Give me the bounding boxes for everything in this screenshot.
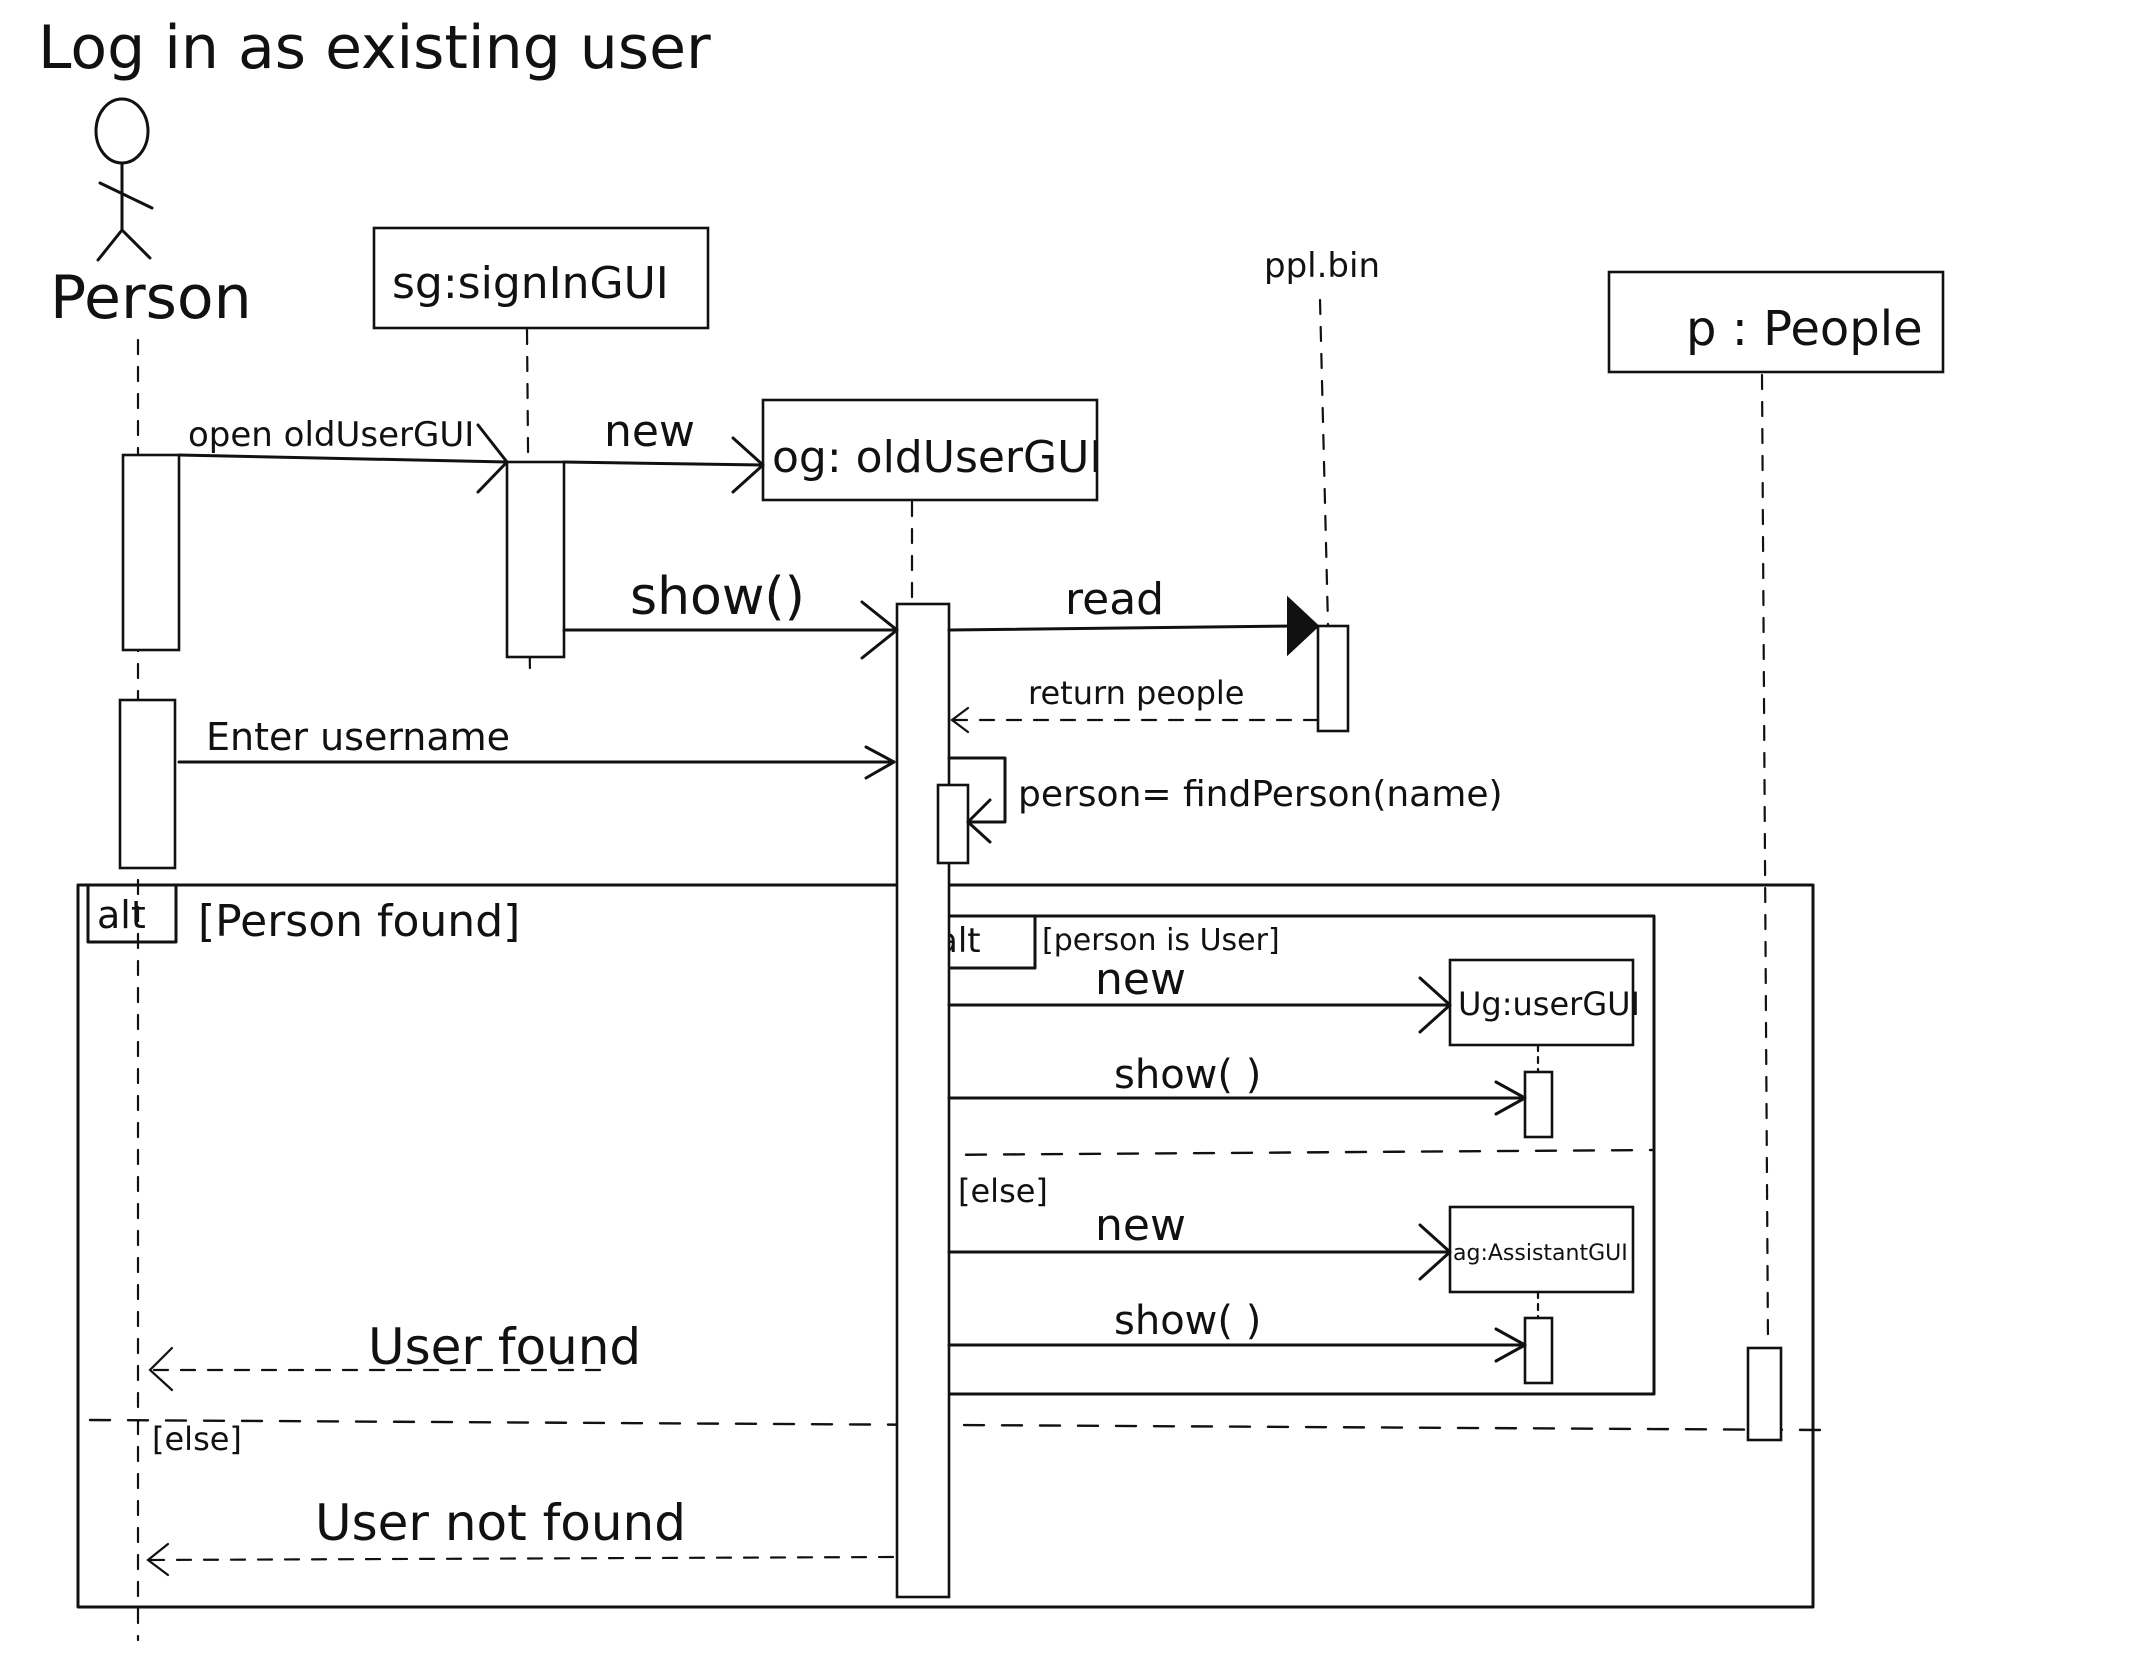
message-show-olduser-arrowhead [860, 600, 899, 660]
message-show-assistantgui-arrowhead [1494, 1327, 1527, 1363]
message-enter-username-label: Enter username [206, 715, 510, 759]
message-read-line [947, 624, 1298, 632]
participant-signin-gui [372, 226, 710, 330]
message-show-usergui-arrowhead [1494, 1080, 1527, 1116]
message-open-olduser-line [177, 453, 509, 464]
message-new-assistantgui-arrowhead [1418, 1223, 1452, 1281]
message-new-usergui-label: new [1095, 954, 1186, 1005]
participant-people [1607, 270, 1945, 374]
message-show-assistantgui-label: show( ) [1114, 1298, 1261, 1344]
activation-olduser [895, 602, 951, 1599]
participant-assistantgui-label: ag:AssistantGUI [1453, 1241, 1628, 1266]
outer-alt-tab [86, 883, 178, 944]
message-user-found-label: User found [368, 1318, 641, 1376]
message-user-not-found-line [146, 1555, 895, 1562]
participant-olduser-gui [761, 398, 1099, 502]
outer-alt-separator [88, 1418, 1822, 1432]
outer-alt-operator: alt [97, 893, 146, 937]
outer-alt-guard: [Person found] [198, 896, 520, 947]
participant-file-label: ppl.bin [1264, 246, 1380, 286]
message-findperson-label: person= findPerson(name) [1018, 774, 1503, 815]
activation-findperson [936, 783, 970, 865]
message-new-usergui-arrowhead [1418, 976, 1452, 1034]
activation-signin [505, 460, 566, 659]
actor-label: Person [50, 263, 252, 333]
outer-else-guard: [else] [152, 1420, 242, 1458]
message-user-not-found-arrowhead [146, 1542, 170, 1577]
participant-assistantgui [1448, 1205, 1635, 1294]
message-new-assistantgui-label: new [1095, 1200, 1186, 1251]
message-show-usergui-label: show( ) [1114, 1052, 1261, 1098]
inner-alt-tab [921, 914, 1037, 970]
message-findperson-loop [947, 756, 1007, 824]
message-read-arrowhead [1287, 595, 1320, 657]
inner-alt-separator [926, 1148, 1654, 1157]
message-return-people-arrowhead [950, 706, 970, 734]
message-show-olduser-label: show() [630, 567, 805, 627]
activation-people [1746, 1346, 1783, 1442]
message-user-not-found-label: User not found [315, 1494, 686, 1552]
activation-file [1316, 624, 1350, 733]
message-user-found-arrowhead [148, 1346, 174, 1392]
person-actor-icon [94, 97, 154, 262]
lifeline-file [1318, 298, 1330, 627]
activation-usergui [1523, 1070, 1554, 1139]
participant-usergui-label: Ug:userGUI [1458, 985, 1640, 1023]
message-new-olduser-label: new [604, 406, 695, 457]
message-new-olduser-line [562, 460, 765, 467]
inner-else-guard: [else] [958, 1172, 1048, 1210]
inner-alt-guard: [person is User] [1042, 923, 1280, 958]
activation-person-2 [118, 698, 177, 870]
lifeline-people [1760, 373, 1770, 1347]
participant-usergui [1448, 958, 1635, 1047]
message-findperson-arrowhead [966, 798, 992, 844]
message-open-olduser-arrowhead [476, 423, 509, 494]
activation-person-1 [121, 453, 181, 652]
message-open-olduser-label: open oldUserGUI [188, 415, 474, 455]
diagram-title: Log in as existing user [38, 13, 711, 83]
participant-people-label: p : People [1686, 301, 1923, 357]
message-enter-username-arrowhead [864, 745, 896, 780]
activation-assistantgui [1523, 1316, 1554, 1385]
message-return-people-label: return people [1028, 674, 1244, 712]
message-new-olduser-arrowhead [731, 436, 765, 494]
participant-olduser-label: og: oldUserGUI [772, 432, 1102, 483]
message-read-label: read [1065, 574, 1164, 625]
participant-signin-label: sg:signInGUI [392, 258, 669, 309]
